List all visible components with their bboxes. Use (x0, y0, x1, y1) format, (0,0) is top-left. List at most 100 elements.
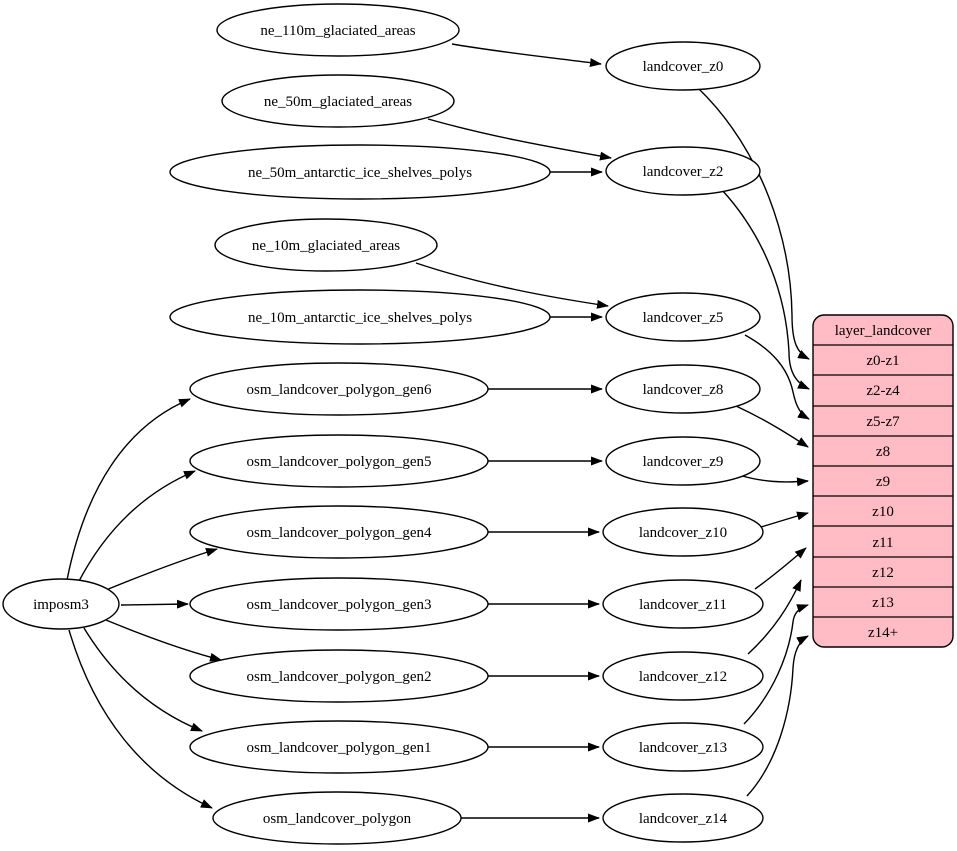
edge-ne_10m_glaciated_areas-landcover_z5 (415, 262, 609, 309)
node-landcover_z5: landcover_z5 (605, 292, 761, 342)
node-shape (189, 720, 489, 774)
node-osm_landcover_polygon_gen3: osm_landcover_polygon_gen3 (189, 577, 489, 631)
node-osm_landcover_polygon_gen2: osm_landcover_polygon_gen2 (189, 649, 489, 703)
node-imposm3-label: imposm3 (33, 597, 89, 613)
node-label: ne_110m_glaciated_areas (260, 23, 415, 39)
table-title: layer_landcover (835, 323, 932, 339)
node-shape (221, 74, 455, 128)
node-shape (189, 434, 489, 488)
node-label: landcover_z0 (643, 59, 724, 75)
node-shape (602, 651, 764, 701)
node-shape (169, 289, 551, 345)
edge-ne_110m_glaciated_areas-landcover_z0 (451, 43, 602, 68)
edge-landcover_z2-row-z2-z4 (721, 189, 810, 390)
edge-landcover_z13-row-z13 (743, 604, 809, 725)
node-osm_landcover_polygon_gen6: osm_landcover_polygon_gen6 (189, 362, 489, 416)
node-label: landcover_z5 (643, 310, 724, 326)
node-label: osm_landcover_polygon_gen4 (247, 525, 432, 541)
node-landcover_z11: landcover_z11 (602, 579, 764, 629)
table-row-z12: z12 (872, 565, 894, 581)
node-imposm3-shape (2, 578, 120, 630)
node-shape (214, 218, 438, 272)
node-label: ne_50m_glaciated_areas (264, 94, 412, 110)
node-landcover_z0: landcover_z0 (605, 41, 761, 91)
edge-landcover_z8-row-z8 (735, 405, 809, 448)
node-shape (169, 144, 551, 200)
edge-landcover_z0-row-z0-z1 (697, 87, 810, 360)
node-shape (189, 577, 489, 631)
node-landcover_z9: landcover_z9 (605, 436, 761, 486)
table-row-z10: z10 (872, 504, 894, 520)
node-shape (189, 505, 489, 559)
node-shape (605, 41, 761, 91)
node-label: ne_50m_antarctic_ice_shelves_polys (248, 165, 472, 181)
edge-landcover_z10-row-z10 (760, 511, 809, 528)
node-ne_50m_antarctic_ice_shelves_polys: ne_50m_antarctic_ice_shelves_polys (169, 144, 551, 200)
node-shape (602, 722, 764, 772)
node-label: landcover_z14 (639, 811, 728, 827)
node-label: landcover_z2 (643, 164, 724, 180)
node-osm_landcover_polygon_gen4: osm_landcover_polygon_gen4 (189, 505, 489, 559)
node-shape (212, 791, 462, 845)
node-osm_landcover_polygon: osm_landcover_polygon (212, 791, 462, 845)
edge-imposm3-osm_landcover_polygon_gen1 (83, 627, 203, 732)
node-label: landcover_z9 (643, 454, 724, 470)
node-landcover_z2: landcover_z2 (605, 146, 761, 196)
table-background (812, 314, 954, 648)
node-label: landcover_z8 (643, 382, 724, 398)
node-landcover_z8: landcover_z8 (605, 364, 761, 414)
node-ne_10m_antarctic_ice_shelves_polys: ne_10m_antarctic_ice_shelves_polys (169, 289, 551, 345)
node-label: landcover_z11 (639, 597, 727, 613)
table-row-z14plus: z14+ (868, 625, 898, 641)
node-shape (602, 579, 764, 629)
node-shape (189, 362, 489, 416)
node-label: osm_landcover_polygon_gen3 (247, 597, 432, 613)
node-shape (216, 3, 460, 57)
edge-imposm3-osm_landcover_polygon_gen2 (105, 619, 222, 662)
node-label: osm_landcover_polygon (263, 811, 412, 827)
node-landcover_z13: landcover_z13 (602, 722, 764, 772)
node-shape (605, 436, 761, 486)
edge-landcover_z12-row-z12 (747, 579, 802, 655)
node-landcover_z10: landcover_z10 (602, 507, 764, 557)
node-label: ne_10m_antarctic_ice_shelves_polys (248, 310, 472, 326)
node-shape (605, 292, 761, 342)
node-shape (605, 364, 761, 414)
node-osm_landcover_polygon_gen5: osm_landcover_polygon_gen5 (189, 434, 489, 488)
node-label: landcover_z13 (639, 740, 727, 756)
node-ne_50m_glaciated_areas: ne_50m_glaciated_areas (221, 74, 455, 128)
node-imposm3: imposm3 (2, 578, 120, 630)
node-shape (602, 793, 764, 843)
edge-imposm3-osm_landcover_polygon (68, 629, 213, 809)
node-label: osm_landcover_polygon_gen5 (247, 454, 432, 470)
edge-imposm3-osm_landcover_polygon_gen5 (77, 470, 196, 584)
node-landcover_z12: landcover_z12 (602, 651, 764, 701)
node-shape (602, 507, 764, 557)
node-shape (605, 146, 761, 196)
table-layer_landcover: layer_landcover z0-z1 z2-z4 z5-z7 z8 z9 … (812, 314, 954, 648)
node-shape (189, 649, 489, 703)
edge-landcover_z9-row-z9 (738, 474, 809, 487)
node-label: osm_landcover_polygon_gen2 (247, 669, 432, 685)
node-label: ne_10m_glaciated_areas (252, 238, 400, 254)
node-label: landcover_z12 (639, 669, 727, 685)
node-label: osm_landcover_polygon_gen1 (247, 740, 432, 756)
table-row-z13: z13 (872, 595, 894, 611)
edge-imposm3-osm_landcover_polygon_gen4 (105, 547, 218, 591)
edge-imposm3-osm_landcover_polygon_gen6 (66, 398, 191, 581)
edge-group (66, 43, 810, 823)
table-row-z11: z11 (872, 535, 893, 551)
table-row-z8: z8 (876, 444, 890, 460)
table-row-z5-z7: z5-z7 (866, 414, 900, 430)
node-ne_110m_glaciated_areas: ne_110m_glaciated_areas (216, 3, 460, 57)
node-label: landcover_z10 (639, 525, 727, 541)
edge-landcover_z5-row-z5-z7 (744, 334, 810, 420)
node-landcover_z14: landcover_z14 (602, 793, 764, 843)
edge-imposm3-osm_landcover_polygon_gen3 (120, 599, 189, 609)
node-osm_landcover_polygon_gen1: osm_landcover_polygon_gen1 (189, 720, 489, 774)
table-row-z9: z9 (876, 474, 890, 490)
edge-ne_50m_glaciated_areas-landcover_z2 (427, 118, 612, 161)
node-label: osm_landcover_polygon_gen6 (247, 382, 432, 398)
